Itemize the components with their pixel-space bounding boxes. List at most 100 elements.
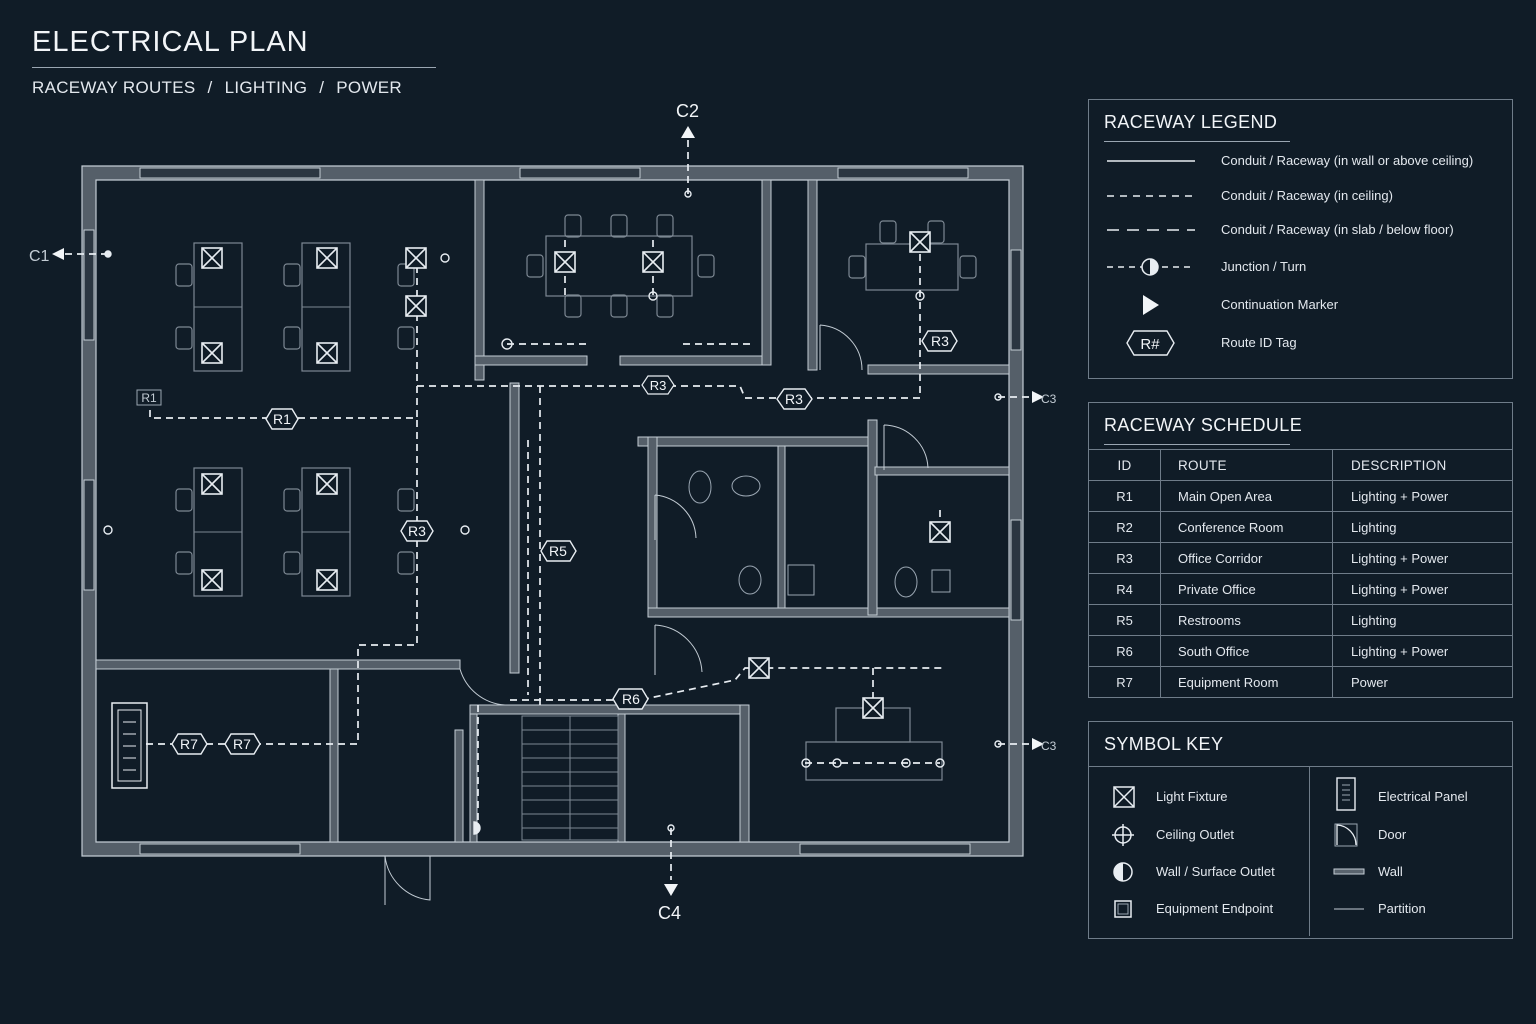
table-row: R4 Private Office Lighting + Power: [1089, 573, 1512, 605]
route-tag: R1: [265, 408, 299, 430]
table-row: R5 Restrooms Lighting: [1089, 604, 1512, 636]
svg-text:R3: R3: [650, 378, 667, 393]
cell-id: R6: [1089, 635, 1161, 667]
table-row: R2 Conference Room Lighting: [1089, 511, 1512, 543]
subtitle-separator: /: [207, 78, 213, 97]
light-fixture-icon: [316, 247, 338, 269]
cell-description: Lighting: [1332, 604, 1512, 636]
partition-icon: [1334, 908, 1364, 910]
continuation-label-north: C2: [676, 101, 699, 121]
exterior-wall: [81, 165, 1024, 857]
raceway-schedule-panel: RACEWAY SCHEDULE ID ROUTE DESCRIPTION R1…: [1088, 402, 1513, 698]
light-fixture-icon: [862, 697, 884, 719]
divider: [1089, 766, 1512, 767]
outlets: [103, 190, 1002, 835]
stairs: [521, 715, 619, 841]
divider: [1309, 766, 1310, 936]
light-fixtures: [201, 231, 951, 719]
light-fixture-icon: [201, 247, 223, 269]
cell-route: Private Office: [1160, 573, 1333, 605]
subtitle-separator: /: [319, 78, 325, 97]
cell-description: Lighting + Power: [1332, 635, 1512, 667]
continuation-label-west: C1: [29, 248, 50, 265]
continuation-arrow-north: [681, 126, 695, 138]
equipment-endpoint-icon: [1114, 900, 1132, 918]
continuation-label-south: C4: [658, 903, 681, 923]
cell-route: Office Corridor: [1160, 542, 1333, 574]
wall-icon: [1333, 868, 1365, 875]
route-tag: R7: [224, 733, 261, 755]
cell-id: R2: [1089, 511, 1161, 543]
continuation-label-east-lower: C3: [1041, 739, 1057, 753]
continuation-arrow-west: [52, 248, 64, 260]
continuation-arrow-icon: [1143, 295, 1159, 315]
legend-item-conduit-slab: Conduit / Raceway (in slab / below floor…: [1089, 215, 1512, 245]
subtitle-power: POWER: [336, 78, 403, 97]
cell-route: Restrooms: [1160, 604, 1333, 636]
header: ELECTRICAL PLAN RACEWAY ROUTES/LIGHTING/…: [32, 26, 436, 98]
continuation-labels: C2 C4 C1 C3 C3: [29, 101, 1057, 923]
cell-id: R1: [1089, 480, 1161, 512]
svg-text:R1: R1: [141, 391, 157, 405]
interior-walls: [95, 179, 1010, 843]
page-title: ELECTRICAL PLAN: [32, 26, 309, 58]
light-fixture-icon: [748, 657, 770, 679]
cell-description: Power: [1332, 666, 1512, 697]
route-tag: R7: [171, 733, 208, 755]
legend-label: Route ID Tag: [1221, 335, 1297, 350]
symbol-label: Wall: [1378, 864, 1403, 879]
legend-label: Conduit / Raceway (in ceiling): [1221, 188, 1393, 203]
cell-route: Conference Room: [1160, 511, 1333, 543]
light-fixture-icon: [405, 247, 427, 269]
legend-label: Continuation Marker: [1221, 297, 1339, 312]
route-tags: R1 R1 R3 R3 R3 R3 R5 R6: [136, 330, 958, 755]
door-icon: [1334, 823, 1358, 847]
raceway-schedule-title: RACEWAY SCHEDULE: [1104, 415, 1303, 435]
raceway-legend-panel: RACEWAY LEGEND Conduit / Raceway (in wal…: [1088, 99, 1513, 379]
cell-description: Lighting + Power: [1332, 573, 1512, 605]
subtitle-raceway-routes: RACEWAY ROUTES: [32, 78, 196, 97]
svg-text:R3: R3: [408, 523, 426, 539]
light-fixture-icon: [554, 251, 576, 273]
cell-id: R3: [1089, 542, 1161, 574]
title-rule: [32, 67, 436, 68]
light-fixture-icon: [1113, 786, 1135, 808]
symbol-label: Light Fixture: [1156, 789, 1228, 804]
windows: [83, 167, 1022, 855]
legend-item-conduit-ceiling: Conduit / Raceway (in ceiling): [1089, 181, 1512, 211]
floor-plan: C2 C4 C1 C3 C3 R1 R1 R3 R3 R3 R3: [29, 101, 1057, 923]
continuation-arrow-east-upper: [1032, 391, 1044, 403]
cell-route: Main Open Area: [1160, 480, 1333, 512]
electrical-panel-icon: [1336, 777, 1356, 811]
route-tag-icon: R#: [1126, 330, 1175, 356]
title-rule: [1104, 141, 1290, 142]
legend-item-route-tag: R# Route ID Tag: [1089, 328, 1512, 358]
light-fixture-icon: [316, 473, 338, 495]
symbol-label: Door: [1378, 827, 1407, 842]
column-header-description: DESCRIPTION: [1332, 449, 1512, 481]
legend-label: Conduit / Raceway (in wall or above ceil…: [1221, 153, 1474, 168]
route-tag-sample: R#: [1140, 336, 1160, 353]
legend-item-conduit-wall: Conduit / Raceway (in wall or above ceil…: [1089, 146, 1512, 176]
subtitle: RACEWAY ROUTES/LIGHTING/POWER: [32, 78, 436, 98]
symbol-key-panel: SYMBOL KEY Light Fixture Ceiling Outlet …: [1088, 721, 1513, 939]
table-row: R7 Equipment Room Power: [1089, 666, 1512, 697]
light-fixture-icon: [909, 231, 931, 253]
cell-id: R4: [1089, 573, 1161, 605]
svg-text:R7: R7: [233, 736, 251, 752]
light-fixture-icon: [201, 473, 223, 495]
symbol-label: Wall / Surface Outlet: [1156, 864, 1275, 879]
legend-label: Conduit / Raceway (in slab / below floor…: [1221, 222, 1454, 237]
long-dash-line-icon: [1107, 229, 1195, 231]
title-rule: [1104, 444, 1290, 445]
continuation-label-east-upper: C3: [1041, 392, 1057, 406]
route-tag: R6: [612, 688, 649, 710]
furniture: [175, 214, 977, 781]
symbol-label: Partition: [1378, 901, 1426, 916]
cell-description: Lighting + Power: [1332, 480, 1512, 512]
legend-item-junction: Junction / Turn: [1089, 252, 1512, 282]
raceway-schedule-table: ID ROUTE DESCRIPTION R1 Main Open Area L…: [1089, 449, 1512, 697]
route-tag: R3: [400, 520, 434, 542]
table-row: R1 Main Open Area Lighting + Power: [1089, 480, 1512, 512]
light-fixture-icon: [201, 342, 223, 364]
